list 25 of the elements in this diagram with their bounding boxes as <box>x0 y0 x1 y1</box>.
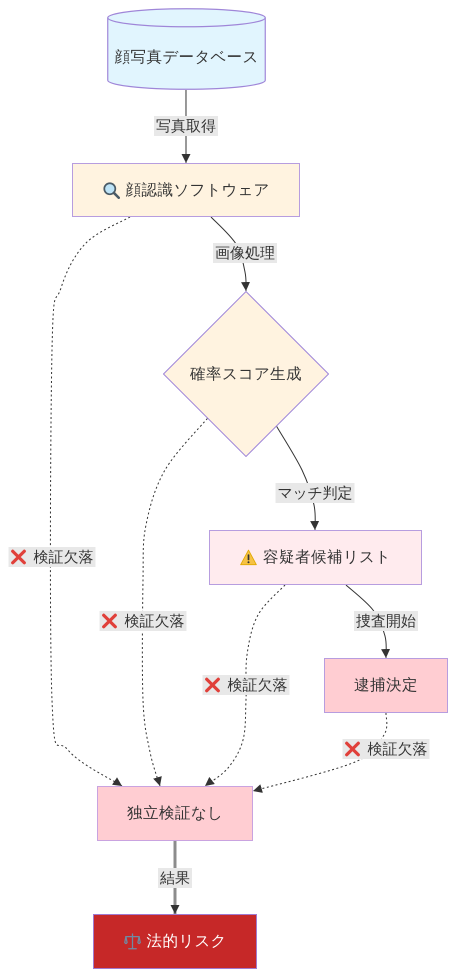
dashed-arrow <box>252 712 388 793</box>
node-label: 逮捕決定 <box>354 676 418 695</box>
process-box <box>324 658 448 713</box>
node-label: 容疑者候補リスト <box>263 548 391 567</box>
edge-label: 画像処理 <box>213 243 277 263</box>
node-label: 顔認識ソフトウェア <box>126 180 270 200</box>
node-label: 顔写真データベース <box>114 48 258 66</box>
process-box <box>72 163 300 217</box>
dashed-arrow <box>142 418 208 786</box>
edge-label: 検証欠落 <box>32 547 96 567</box>
process-box <box>209 530 422 585</box>
node-label: 独立検証なし <box>127 804 223 823</box>
edge-label: 写真取得 <box>154 116 218 136</box>
edge-label: マッチ判定 <box>276 483 354 503</box>
dashed-arrow <box>50 216 130 786</box>
edge-label: 結果 <box>158 868 192 888</box>
process-box <box>97 786 253 841</box>
edge-label: 検証欠落 <box>226 675 290 695</box>
edge-label: 捜査開始 <box>354 611 418 631</box>
edge-label: 検証欠落 <box>366 739 430 759</box>
dashed-arrow <box>204 584 286 786</box>
process-box <box>93 914 257 969</box>
node-label: 法的リスク <box>146 932 226 951</box>
edge-label: 検証欠落 <box>122 611 186 631</box>
node-label: 確率スコア生成 <box>190 364 302 384</box>
